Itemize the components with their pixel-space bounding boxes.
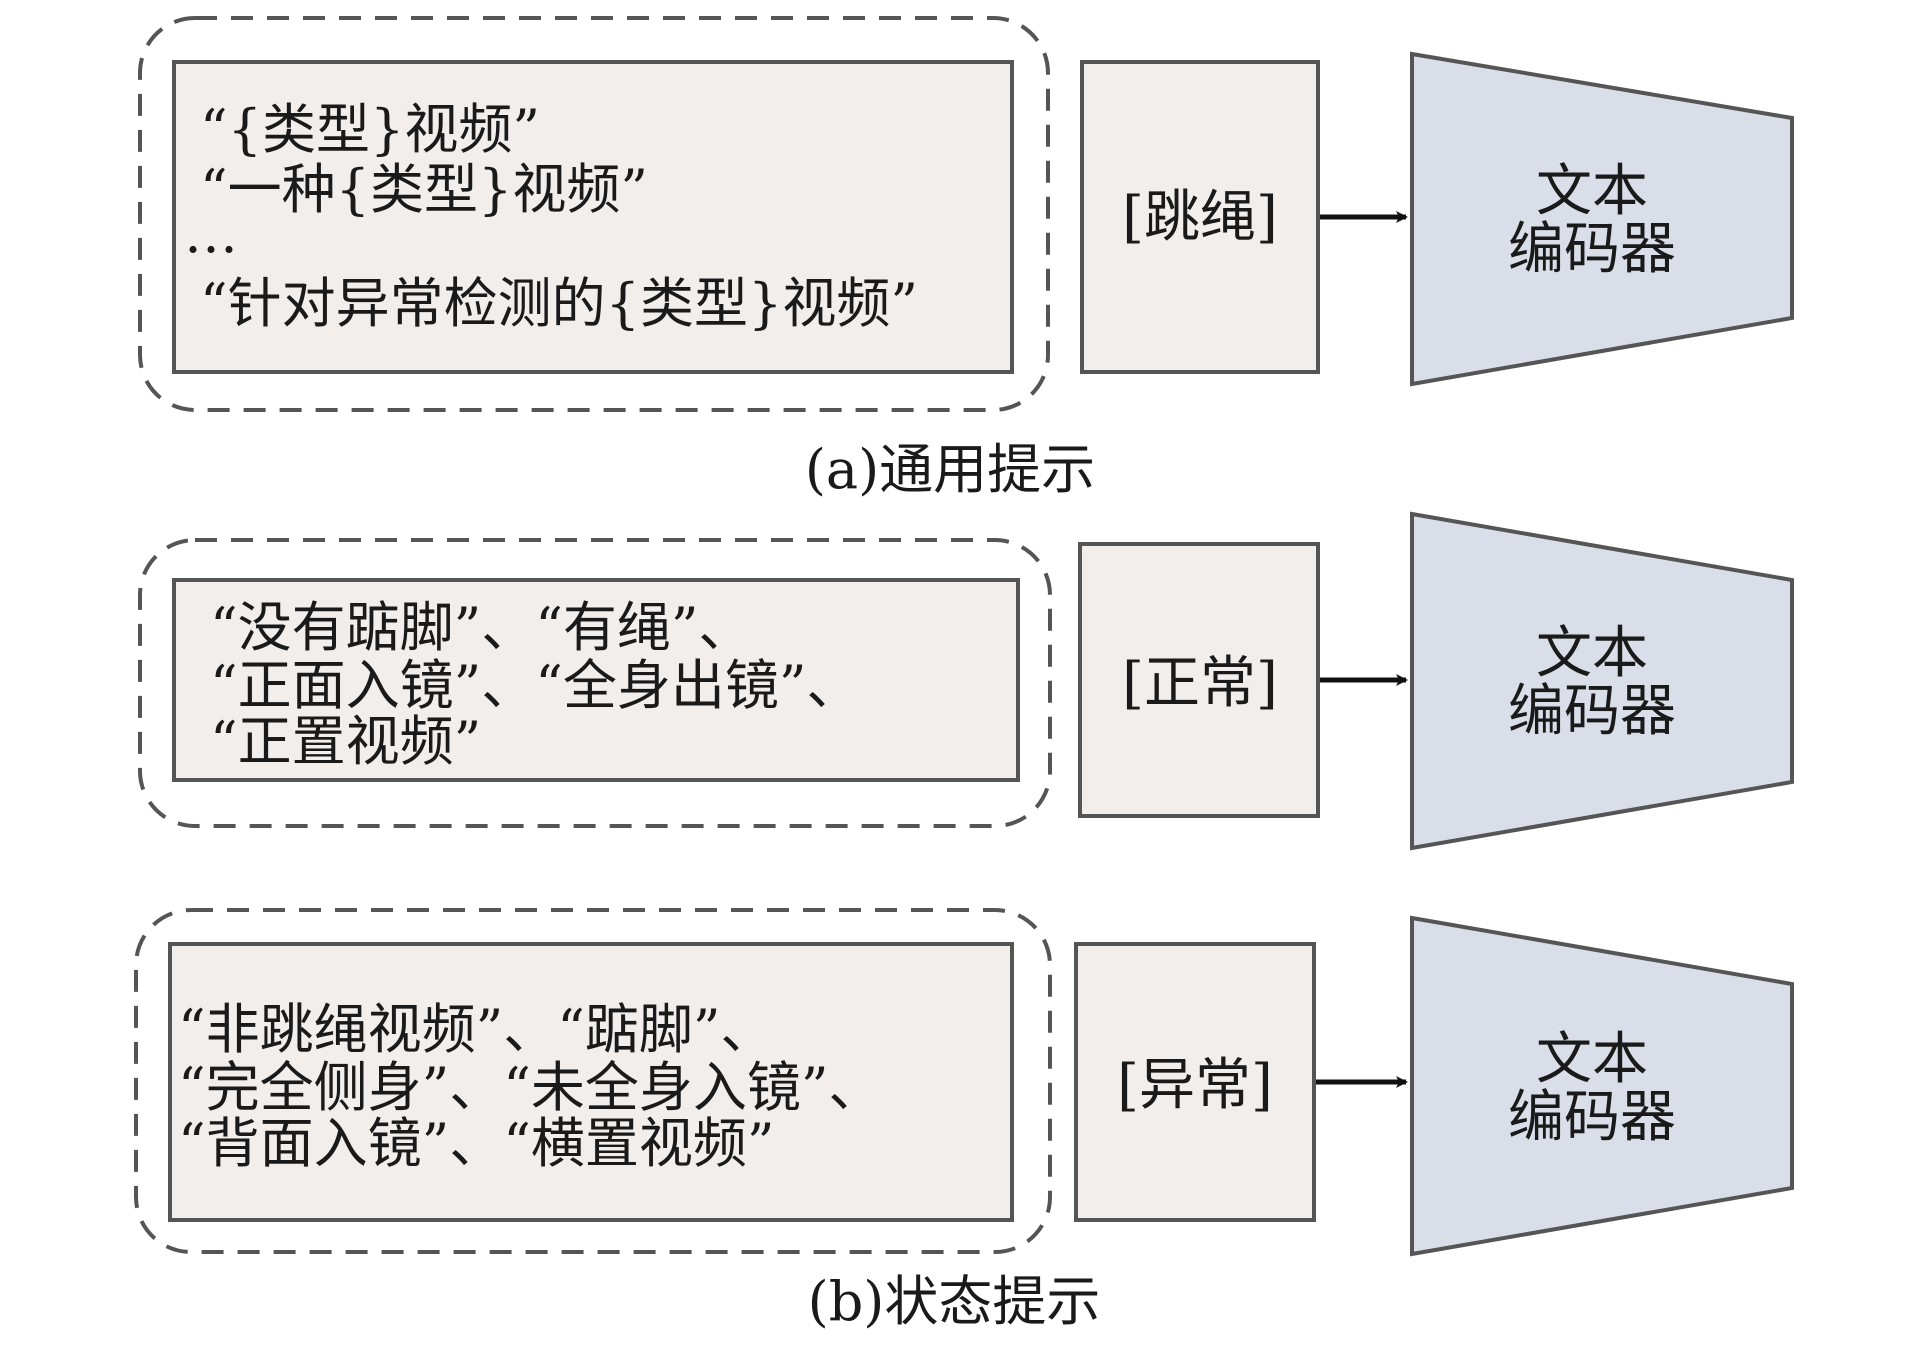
section-a-prompt-box — [172, 60, 1014, 374]
section-a-prompt-ellipsis: … — [184, 202, 238, 265]
section-b-abnormal-dashed-group — [134, 908, 1052, 1254]
section-b-abnormal-prompt-box — [168, 942, 1014, 1222]
section-a-prompt-3: “针对异常检测的{类型}视频” — [200, 272, 918, 335]
section-b-normal-dashed-group — [138, 538, 1052, 828]
section-a-prompt-2: “一种{类型}视频” — [200, 158, 648, 221]
section-a-token: [跳绳] — [1122, 185, 1278, 250]
section-b-normal-prompt-box — [172, 578, 1020, 782]
section-b-normal-encoder-line1: 文本 — [1536, 621, 1648, 686]
section-b-abnormal-token-box — [1074, 942, 1316, 1222]
section-b-abnormal-encoder-line1: 文本 — [1536, 1027, 1648, 1092]
section-b-normal-token-box — [1078, 542, 1320, 818]
section-a-prompt-1: “{类型}视频” — [200, 98, 540, 161]
section-b-normal-token: [正常] — [1122, 651, 1278, 716]
section-b-abnormal-prompt-2: “完全侧身”、“未全身入镜”、 — [178, 1056, 882, 1119]
section-b-normal-prompt-2: “正面入镜”、“全身出镜”、 — [210, 654, 860, 717]
section-b-normal-encoder-line2: 编码器 — [1508, 679, 1676, 744]
section-b-abnormal: “非跳绳视频”、“踮脚”、 “完全侧身”、“未全身入镜”、 “背面入镜”、“横置… — [134, 908, 1794, 1333]
section-b-abnormal-token: [异常] — [1117, 1053, 1273, 1118]
section-b-abnormal-text-encoder — [1410, 915, 1794, 1257]
section-b-abnormal-prompt-3: “背面入镜”、“横置视频” — [178, 1112, 774, 1175]
section-a-token-box — [1080, 60, 1320, 374]
section-a-dashed-group — [138, 16, 1050, 412]
section-b-abnormal-encoder-line2: 编码器 — [1508, 1085, 1676, 1150]
section-a-caption: (a)通用提示 — [805, 438, 1095, 501]
section-a-encoder-line1: 文本 — [1536, 159, 1648, 224]
section-b-normal-prompt-3: “正置视频” — [210, 710, 481, 773]
section-a-encoder-line2: 编码器 — [1508, 217, 1676, 282]
section-b-caption: (b)状态提示 — [808, 1270, 1101, 1333]
section-b-normal-prompt-1: “没有踮脚”、“有绳”、 — [210, 596, 752, 659]
section-b-normal-text-encoder — [1410, 511, 1794, 851]
section-b-normal: “没有踮脚”、“有绳”、 “正面入镜”、“全身出镜”、 “正置视频” [正常] … — [138, 511, 1794, 851]
section-a: “{类型}视频” “一种{类型}视频” … “针对异常检测的{类型}视频” [跳… — [138, 16, 1794, 501]
section-b-abnormal-prompt-1: “非跳绳视频”、“踮脚”、 — [178, 998, 774, 1061]
section-a-text-encoder — [1410, 51, 1794, 387]
